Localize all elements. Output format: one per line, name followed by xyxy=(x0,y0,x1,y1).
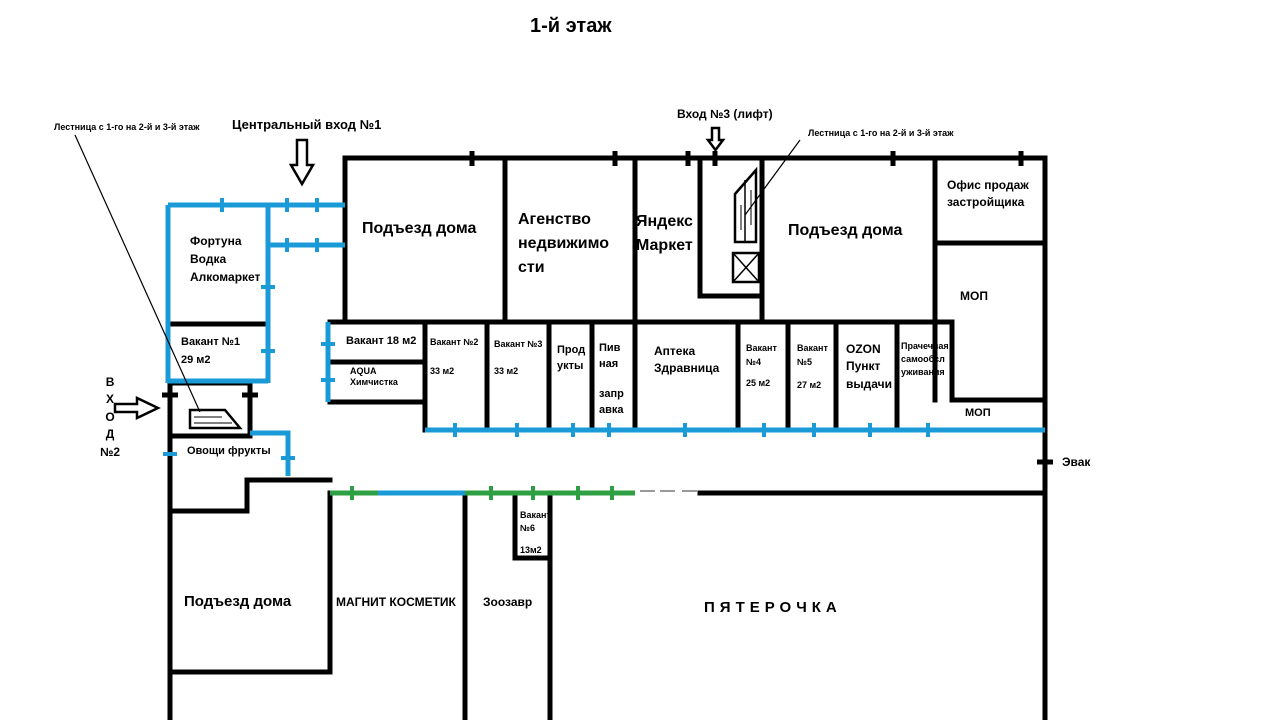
room-line: №4 xyxy=(746,356,762,367)
entrance2-letter: О xyxy=(105,409,115,424)
room-apteka: Аптека Здравница xyxy=(654,343,719,377)
room-line: сти xyxy=(518,259,545,276)
entrance2-letter: В xyxy=(105,375,115,389)
room-line: ная xyxy=(599,357,619,370)
room-line: Вакант xyxy=(746,343,777,353)
room-line: Аптека xyxy=(654,344,696,358)
room-agency: Агенство недвижимо сти xyxy=(518,208,609,280)
room-line: уживания xyxy=(901,367,945,378)
room-line-spacer xyxy=(599,373,624,387)
room-line: Прод xyxy=(557,344,586,356)
entrance2-letter: №2 xyxy=(100,444,121,459)
room-line: №5 xyxy=(797,356,813,367)
room-vegetables: Овощи фрукты xyxy=(187,445,271,457)
room-line: Вакант №1 xyxy=(181,336,241,348)
room-line: Пункт xyxy=(846,359,881,374)
room-podezd-1: Подъезд дома xyxy=(362,220,477,237)
elevator-icon xyxy=(731,251,761,284)
stairs-left-icon xyxy=(188,408,243,430)
leader-lines xyxy=(74,134,801,413)
entrance2-letter: Х xyxy=(106,392,115,407)
room-line: №6 xyxy=(520,523,536,534)
arrow-right-icon xyxy=(113,396,161,420)
entrance2-letter: Д xyxy=(105,427,115,442)
room-line: запр xyxy=(599,387,624,400)
room-line: Алкомаркет xyxy=(190,270,261,284)
room-line: Вакант xyxy=(520,510,551,520)
room-yandex-market: Яндекс Маркет xyxy=(636,210,693,258)
room-line: застройщика xyxy=(947,195,1025,210)
room-line: 27 м2 xyxy=(797,380,822,390)
room-line: Яндекс xyxy=(636,213,693,230)
stair-note-right: Лестница с 1-го на 2-й и 3-й этаж xyxy=(808,128,954,138)
room-line: 29 м2 xyxy=(181,353,211,366)
entrance3-label: Вход №3 (лифт) xyxy=(677,107,773,121)
room-pyaterochka: ПЯТЕРОЧКА xyxy=(704,599,842,616)
room-line: Маркет xyxy=(636,237,693,254)
stair-note-left: Лестница с 1-го на 2-й и 3-й этаж xyxy=(54,122,200,132)
room-line: OZON xyxy=(846,342,881,356)
room-magnit-kosmetik: МАГНИТ КОСМЕТИК xyxy=(336,595,456,609)
room-line: Водка xyxy=(190,252,227,266)
page-title: 1-й этаж xyxy=(530,15,612,37)
green-walls xyxy=(330,486,635,500)
room-vacant2: Вакант №2 33 м2 xyxy=(430,337,478,378)
room-line: авка xyxy=(599,403,624,416)
room-vacant4: Вакант №4 25 м2 xyxy=(746,342,777,391)
evac-label: Эвак xyxy=(1062,455,1091,469)
room-line: недвижимо xyxy=(518,235,609,252)
room-line: Химчистка xyxy=(350,377,398,388)
room-line: самообсл xyxy=(901,354,945,365)
wall-ticks xyxy=(162,151,1053,465)
room-laundry: Прачечная самообсл уживания xyxy=(901,340,949,379)
arrow-down-lift-icon xyxy=(705,126,726,153)
room-line: Прачечная xyxy=(901,341,949,351)
room-line: 33 м2 xyxy=(430,366,455,377)
entrance2-label: В Х О Д №2 xyxy=(100,374,120,461)
room-products: Прод укты xyxy=(557,343,585,375)
stairs-right-icon xyxy=(733,166,758,244)
central-entrance-label: Центральный вход №1 xyxy=(232,117,382,132)
room-line: Агенство xyxy=(518,211,591,228)
room-line: Вакант №3 xyxy=(494,339,543,349)
room-line: Вакант №2 xyxy=(430,337,479,347)
room-vacant3: Вакант №3 33 м2 xyxy=(494,339,542,378)
room-podezd-2: Подъезд дома xyxy=(788,222,903,239)
room-vacant1: Вакант №1 29 м2 xyxy=(181,334,240,369)
room-beer: Пив ная запр авка xyxy=(599,341,624,419)
arrow-down-icon xyxy=(288,138,316,187)
room-line: 33 м2 xyxy=(494,366,519,377)
room-vacant6: Вакант №6 13м2 xyxy=(520,509,551,557)
room-vacant5: Вакант №5 27 м2 xyxy=(797,342,828,393)
room-line: Фортуна xyxy=(190,234,242,248)
room-line: 13м2 xyxy=(520,545,542,556)
room-mop-1: МОП xyxy=(960,289,988,303)
room-podezd-3: Подъезд дома xyxy=(184,593,292,610)
room-sales-office: Офис продаж застройщика xyxy=(947,177,1029,212)
room-line: выдачи xyxy=(846,376,892,391)
walls xyxy=(167,155,1048,720)
room-line: укты xyxy=(557,359,584,372)
room-vacant-18: Вакант 18 м2 xyxy=(346,335,417,347)
room-ozon: OZON Пункт выдачи xyxy=(846,341,892,393)
room-line: Здравница xyxy=(654,360,720,375)
glass-walls xyxy=(163,198,1045,496)
room-line: AQUA xyxy=(350,366,377,376)
room-aqua: AQUA Химчистка xyxy=(350,366,398,389)
room-line: 25 м2 xyxy=(746,378,771,388)
room-line: Пив xyxy=(599,342,621,354)
room-line: Вакант xyxy=(797,343,828,353)
room-zoozavr: Зоозавр xyxy=(483,595,533,609)
room-fortuna: Фортуна Водка Алкомаркет xyxy=(190,232,260,286)
room-mop-2: МОП xyxy=(965,407,991,419)
room-line: Офис продаж xyxy=(947,178,1029,192)
